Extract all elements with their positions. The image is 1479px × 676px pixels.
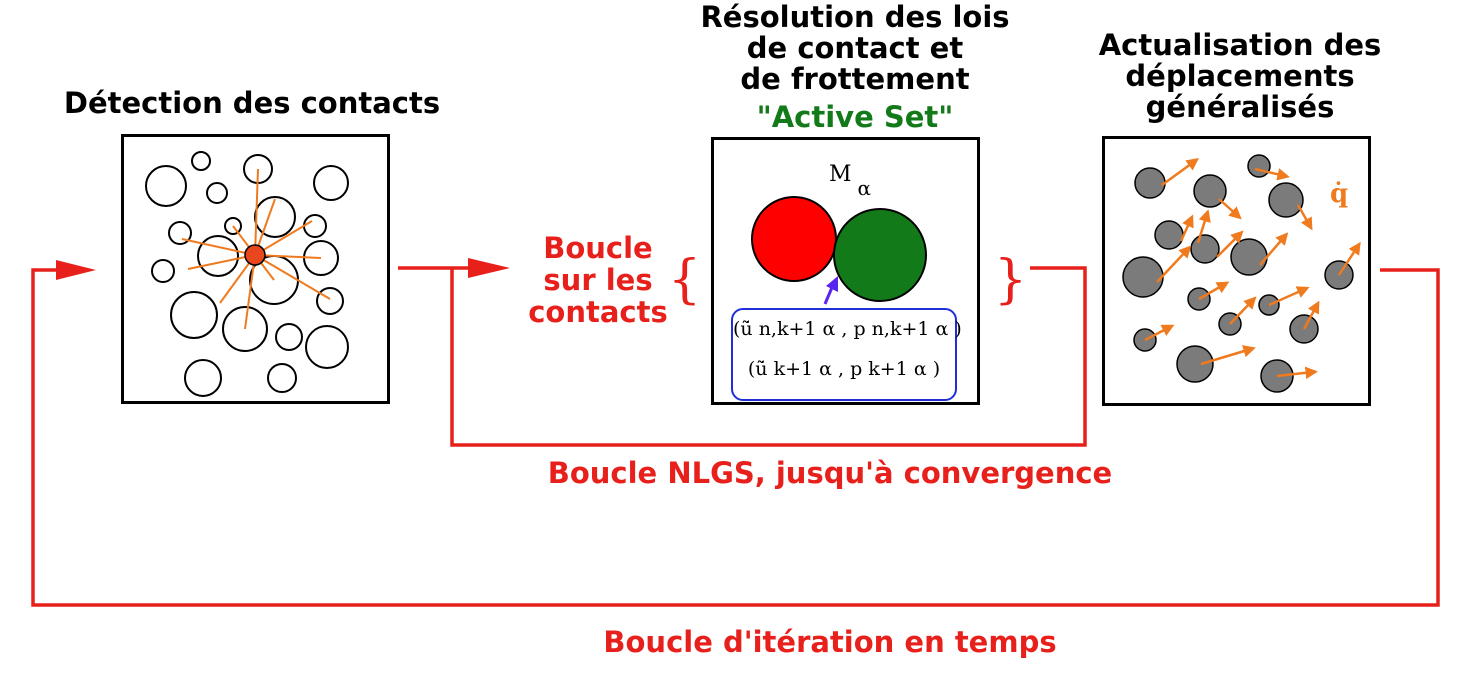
unknowns-line-2: (ũ̇ k+1 α , p k+1 α ) [747, 358, 941, 380]
resolution-title-line-1: Résolution des lois [700, 0, 1010, 34]
time-loop-label: Boucle d'itération en temps [603, 625, 1057, 659]
resolution-title-line-2: de contact et [746, 31, 964, 65]
green-particle [833, 208, 927, 302]
matrix-label: Mα [829, 162, 872, 200]
unknowns-line-1: (ũ̇ n,k+1 α , p n,k+1 α ) [733, 318, 962, 340]
right-brace: } [994, 250, 1027, 310]
detection-panel [121, 134, 390, 404]
velocity-label: q̇ [1330, 179, 1349, 209]
moving-particles [1122, 154, 1361, 393]
red-particle [751, 196, 837, 282]
active-set-label: "Active Set" [756, 100, 954, 134]
detection-title: Détection des contacts [63, 86, 441, 120]
nlgs-loop-label: Boucle NLGS, jusqu'à convergence [547, 456, 1113, 490]
time-loop-line [31, 268, 1440, 607]
resolution-panel: Mα (ũ̇ n,k+1 α , p n,k+1 α ) (ũ̇ k+1 α ,… [711, 137, 980, 405]
contact-arrowhead [826, 276, 838, 292]
selected-particle [244, 244, 266, 266]
time-loop-arrowhead [56, 260, 96, 280]
unknowns-frame: (ũ̇ n,k+1 α , p n,k+1 α ) (ũ̇ k+1 α , p … [731, 308, 962, 401]
update-title-line-2: déplacements [1125, 59, 1355, 93]
left-brace: { [668, 250, 701, 310]
contact-loop-line-3: contacts [528, 295, 668, 329]
resolution-title-line-3: de frottement [740, 62, 970, 96]
detection-particles [145, 151, 349, 397]
nlgs-arrowhead [468, 258, 510, 278]
contact-pair [751, 196, 927, 305]
update-title-line-1: Actualisation des [1098, 28, 1382, 62]
contact-loop-line-1: Boucle [543, 231, 653, 265]
nlgs-loop-line [450, 266, 1087, 447]
update-title-line-3: généralisés [1145, 90, 1335, 124]
update-panel: q̇ [1102, 136, 1371, 406]
contact-loop-line-2: sur les [543, 263, 653, 297]
